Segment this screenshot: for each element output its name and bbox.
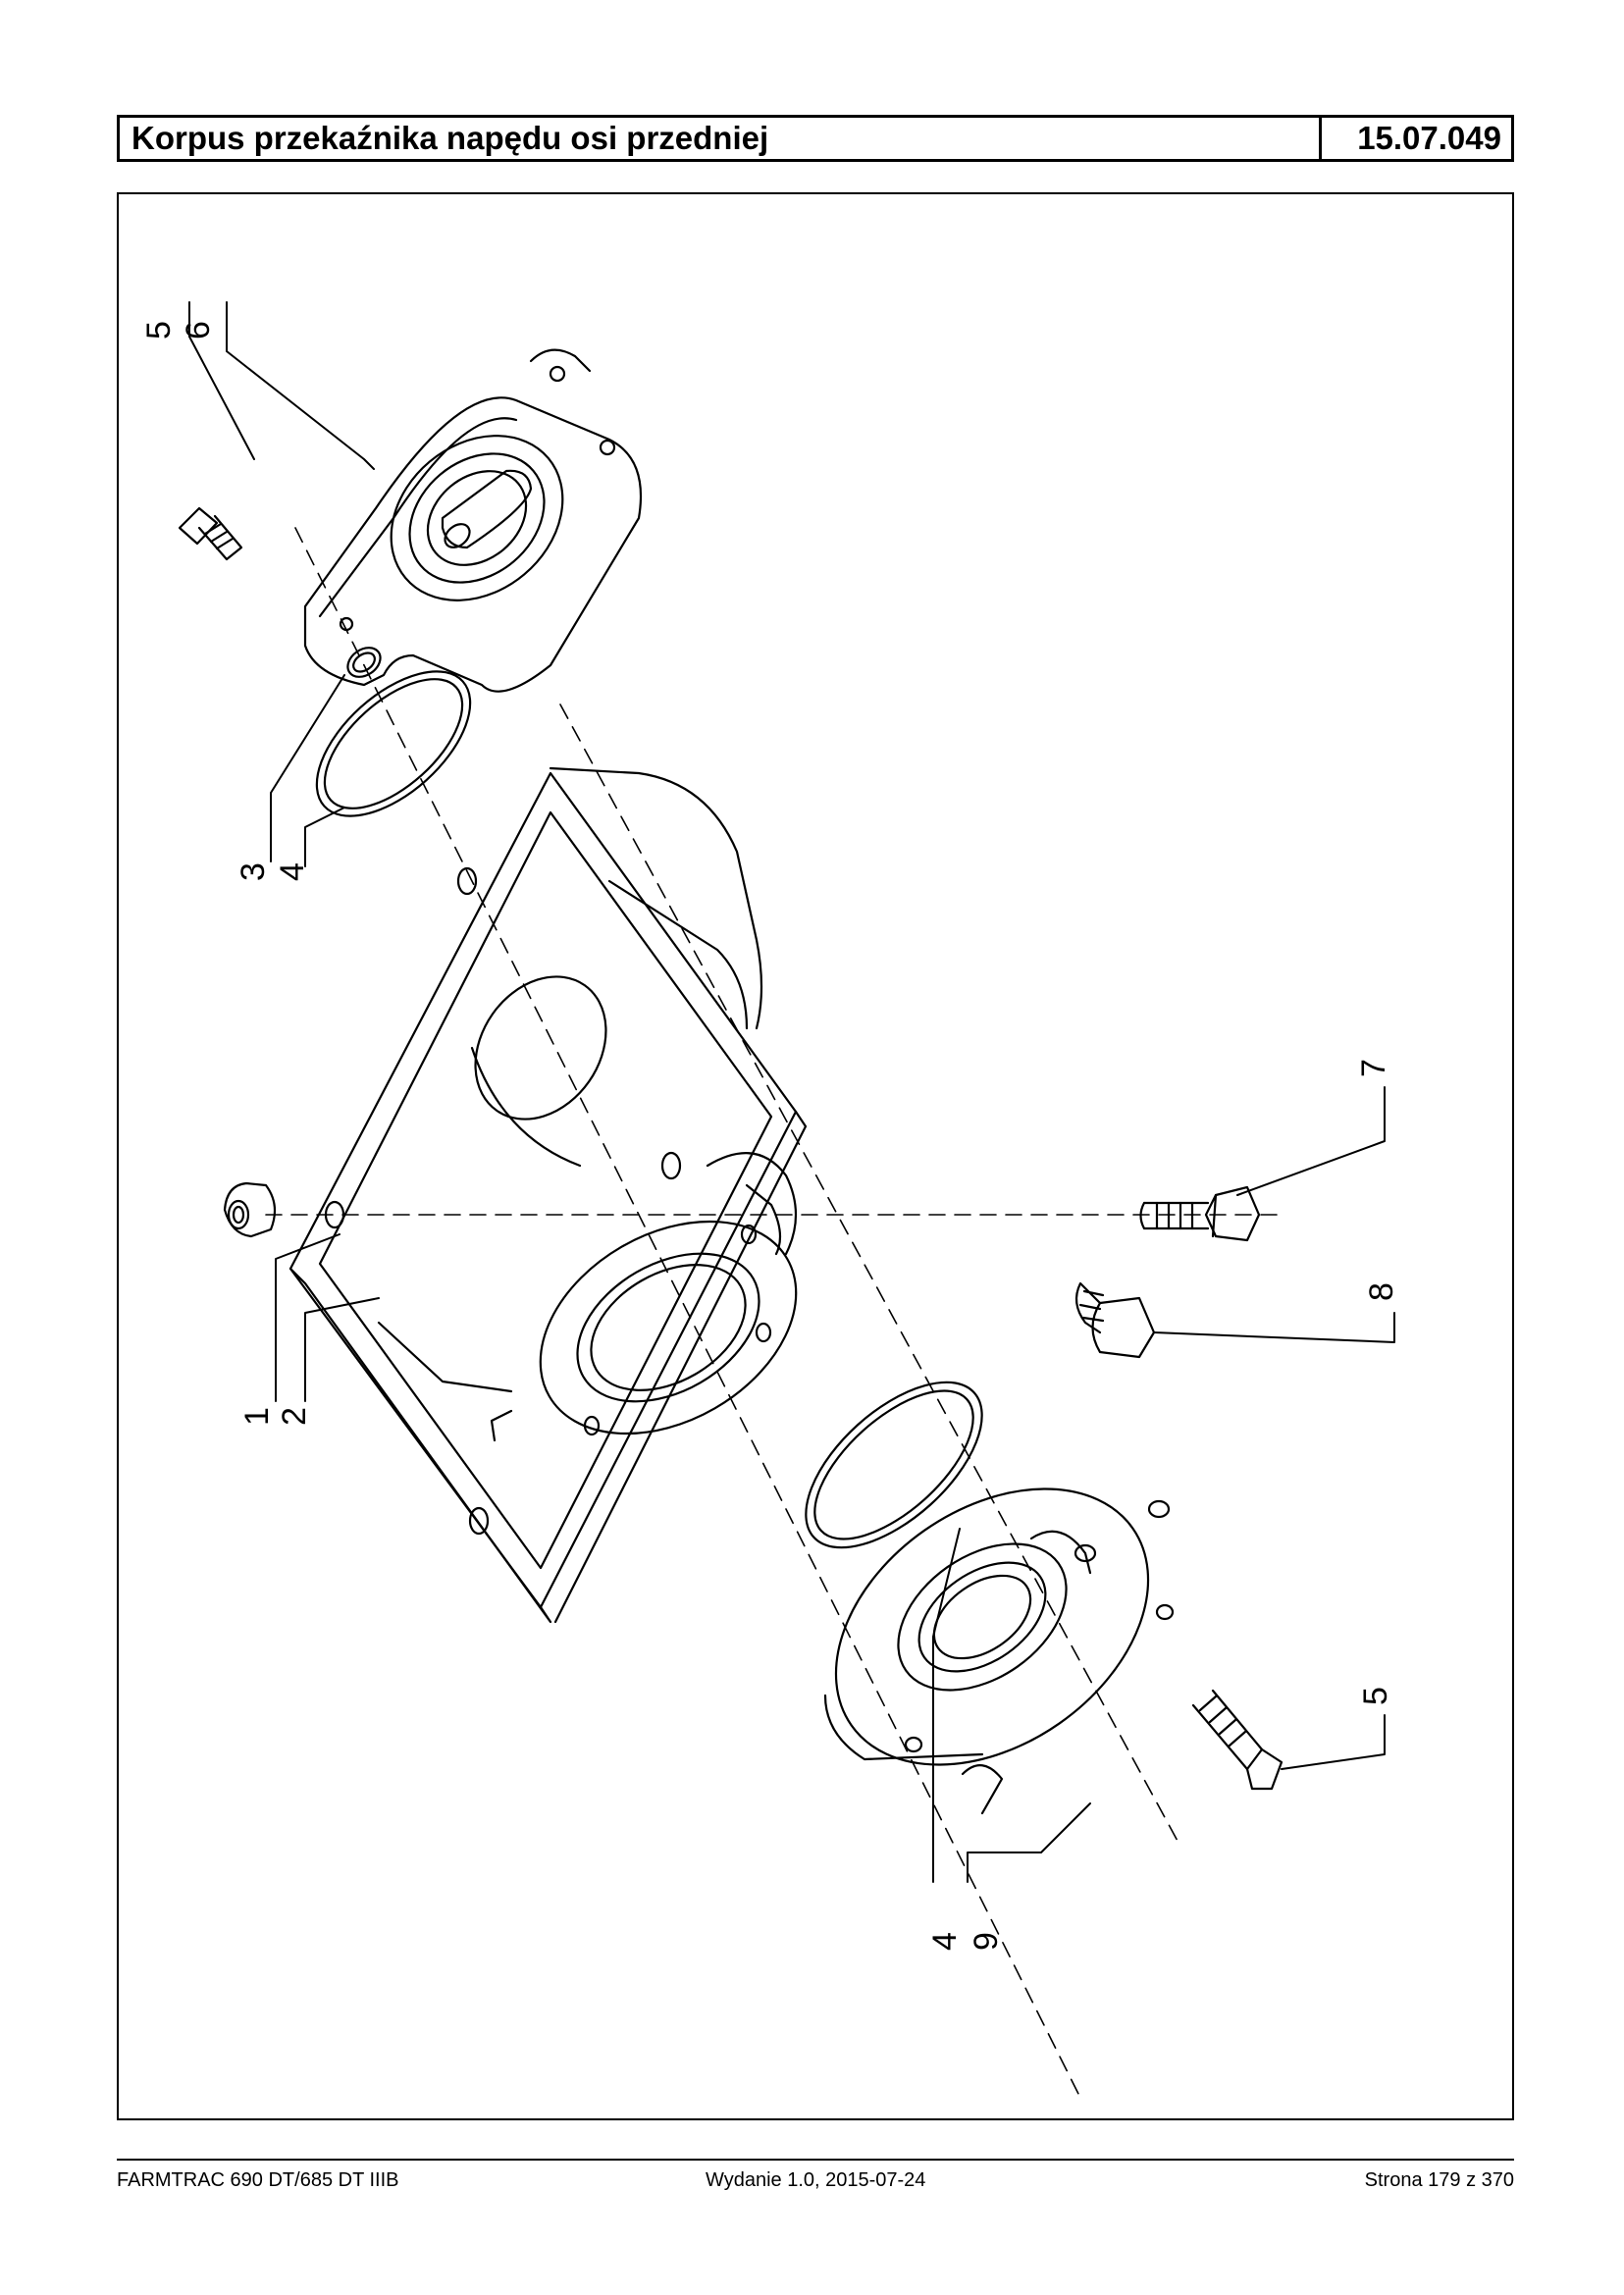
plug-part bbox=[1074, 1281, 1156, 1359]
page-footer: FARMTRAC 690 DT/685 DT IIIB Wydanie 1.0,… bbox=[117, 2165, 1514, 2195]
bolt-top-part bbox=[178, 506, 243, 561]
footer-edition: Wydanie 1.0, 2015-07-24 bbox=[706, 2169, 926, 2191]
leader-lines bbox=[188, 301, 1395, 1883]
main-housing-part bbox=[288, 766, 808, 1624]
bottom-cover-part bbox=[823, 1487, 1175, 1815]
bolt-right-part bbox=[1139, 1185, 1261, 1242]
callout-4-top: 4 bbox=[274, 862, 311, 881]
callout-7: 7 bbox=[1355, 1059, 1392, 1077]
small-oring-part bbox=[346, 647, 382, 678]
callout-5-bottom: 5 bbox=[1357, 1687, 1394, 1705]
callout-labels: 5 6 3 4 1 2 7 8 4 9 5 bbox=[140, 321, 1400, 1951]
nut-part bbox=[223, 1181, 277, 1238]
large-oring-top-part bbox=[315, 670, 472, 817]
assembly-axis-lines bbox=[265, 527, 1287, 2099]
footer-model: FARMTRAC 690 DT/685 DT IIIB bbox=[117, 2169, 399, 2191]
callout-6: 6 bbox=[180, 321, 217, 339]
top-cover-part bbox=[303, 348, 643, 693]
footer-page-number: Strona 179 z 370 bbox=[1364, 2169, 1514, 2191]
section-code: 15.07.049 bbox=[1357, 120, 1501, 156]
callout-4-bottom: 4 bbox=[926, 1932, 964, 1951]
exploded-diagram: 5 6 3 4 1 2 7 8 4 9 5 bbox=[140, 301, 1400, 2099]
callout-5-top: 5 bbox=[140, 321, 178, 339]
footer-divider bbox=[117, 2159, 1514, 2161]
large-oring-bottom-part bbox=[805, 1381, 983, 1549]
callout-2: 2 bbox=[276, 1407, 313, 1426]
callout-3: 3 bbox=[235, 862, 272, 881]
bolt-bottom-part bbox=[1191, 1689, 1283, 1791]
page-header: Korpus przekaźnika napędu osi przedniej … bbox=[117, 115, 1514, 162]
page-title: Korpus przekaźnika napędu osi przedniej bbox=[120, 118, 1322, 159]
callout-8: 8 bbox=[1363, 1282, 1400, 1301]
exploded-diagram-frame: 5 6 3 4 1 2 7 8 4 9 5 bbox=[117, 192, 1514, 2120]
callout-1: 1 bbox=[238, 1407, 276, 1426]
callout-9: 9 bbox=[968, 1932, 1005, 1951]
